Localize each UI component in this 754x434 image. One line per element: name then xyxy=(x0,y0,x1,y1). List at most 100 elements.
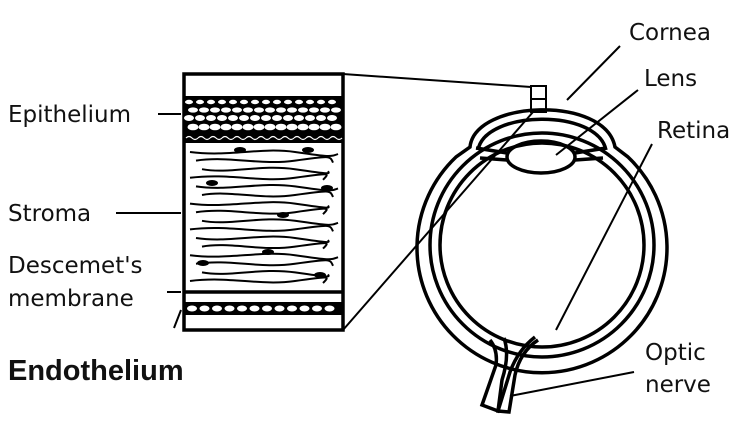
epithelial-cell xyxy=(319,123,331,131)
stroma-fiber xyxy=(195,207,328,215)
endothelial-cell xyxy=(262,305,272,312)
epithelial-cell xyxy=(232,107,242,113)
epithelial-cell xyxy=(328,99,336,105)
epithelial-cell xyxy=(199,107,209,113)
epithelial-cell xyxy=(262,99,270,105)
stroma-fiber xyxy=(189,252,339,261)
stroma-fiber xyxy=(201,218,339,226)
epithelial-cell xyxy=(206,115,216,121)
keratocyte xyxy=(302,147,314,153)
leader-optic-nerve xyxy=(509,371,635,397)
keratocyte xyxy=(277,212,289,218)
epithelial-cell xyxy=(265,107,275,113)
epithelial-cell xyxy=(272,115,282,121)
stroma-fiber xyxy=(201,242,328,250)
stroma-fiber xyxy=(195,259,334,267)
epithelial-cell xyxy=(298,107,308,113)
epithelial-cell xyxy=(305,115,315,121)
stroma-fiber xyxy=(189,276,328,284)
epithelial-cell xyxy=(253,123,265,131)
epithelial-cell xyxy=(251,99,259,105)
epithelial-cell xyxy=(221,107,231,113)
endothelial-cell xyxy=(287,305,297,312)
keratocyte xyxy=(314,272,326,278)
endothelial-cell xyxy=(187,305,197,312)
epithelial-cell xyxy=(209,123,221,131)
epithelial-cell xyxy=(330,123,342,131)
cornea-section xyxy=(182,72,345,332)
leader-lens xyxy=(555,89,639,156)
epithelial-cell xyxy=(317,99,325,105)
label-stroma: Stroma xyxy=(8,201,91,227)
endothelial-cell xyxy=(299,305,310,312)
stroma-fiber xyxy=(189,201,330,209)
endothelial-cell xyxy=(324,305,335,312)
endothelial-cell xyxy=(274,305,285,312)
epithelial-cell xyxy=(220,123,232,131)
endothelial-cell xyxy=(237,305,247,312)
label-endothelium: Endothelium xyxy=(8,355,184,387)
epithelial-cell xyxy=(308,123,320,131)
zoom-line-top xyxy=(342,73,532,88)
keratocyte xyxy=(262,249,274,255)
epithelial-cell xyxy=(229,99,237,105)
keratocyte xyxy=(321,185,333,191)
label-lens: Lens xyxy=(644,66,697,92)
epithelial-cell xyxy=(217,115,227,121)
epithelial-cell xyxy=(286,123,298,131)
endothelial-cell xyxy=(312,305,322,312)
epithelial-cell xyxy=(198,123,210,131)
keratocyte xyxy=(234,147,246,153)
keratocyte xyxy=(197,260,209,266)
endothelial-cell xyxy=(249,305,260,312)
stroma-fiber xyxy=(195,183,339,192)
label-cornea: Cornea xyxy=(629,20,711,46)
label-descemet-2: membrane xyxy=(8,286,134,312)
epithelial-cell xyxy=(218,99,226,105)
epithelial-cell xyxy=(320,107,330,113)
epithelial-cell xyxy=(207,99,215,105)
epithelial-cell xyxy=(228,115,238,121)
label-optic-1: Optic xyxy=(645,340,706,366)
stroma-fiber xyxy=(201,190,334,198)
epithelial-cell xyxy=(240,99,248,105)
epithelial-cell xyxy=(184,115,194,121)
stroma-fiber xyxy=(201,166,330,175)
keratocyte xyxy=(206,180,218,186)
label-retina: Retina xyxy=(657,118,730,144)
stroma-fiber xyxy=(195,235,330,244)
epithelial-cell xyxy=(284,99,292,105)
label-epithelium: Epithelium xyxy=(8,102,131,128)
epithelial-cell xyxy=(331,107,341,113)
epithelial-cell xyxy=(187,123,199,131)
epithelial-cell xyxy=(295,99,303,105)
epithelial-cell xyxy=(264,123,276,131)
epithelial-cell xyxy=(275,123,287,131)
leader-endothelium xyxy=(173,309,182,329)
epithelial-cell xyxy=(283,115,293,121)
label-descemet-1: Descemet's xyxy=(8,253,143,279)
endothelial-cell xyxy=(199,305,210,312)
epithelial-cell xyxy=(239,115,249,121)
stroma-fiber xyxy=(189,173,328,181)
epithelial-cell xyxy=(261,115,271,121)
stroma-fiber xyxy=(195,156,334,164)
epithelial-cell xyxy=(273,99,281,105)
epithelial-cell xyxy=(188,107,198,113)
epithelial-cell xyxy=(297,123,309,131)
epithelial-cell xyxy=(287,107,297,113)
leader-retina xyxy=(555,143,653,331)
endothelial-cell xyxy=(212,305,222,312)
epithelial-cell xyxy=(327,115,337,121)
epithelial-cell xyxy=(196,99,204,105)
stroma-fiber xyxy=(189,149,339,158)
epithelial-cell xyxy=(254,107,264,113)
endothelial-cell xyxy=(224,305,235,312)
epithelial-cell xyxy=(242,123,254,131)
leader-cornea xyxy=(566,45,621,101)
epithelial-cell xyxy=(276,107,286,113)
epithelial-cell xyxy=(231,123,243,131)
epithelial-cell xyxy=(185,99,193,105)
epithelial-cell xyxy=(250,115,260,121)
